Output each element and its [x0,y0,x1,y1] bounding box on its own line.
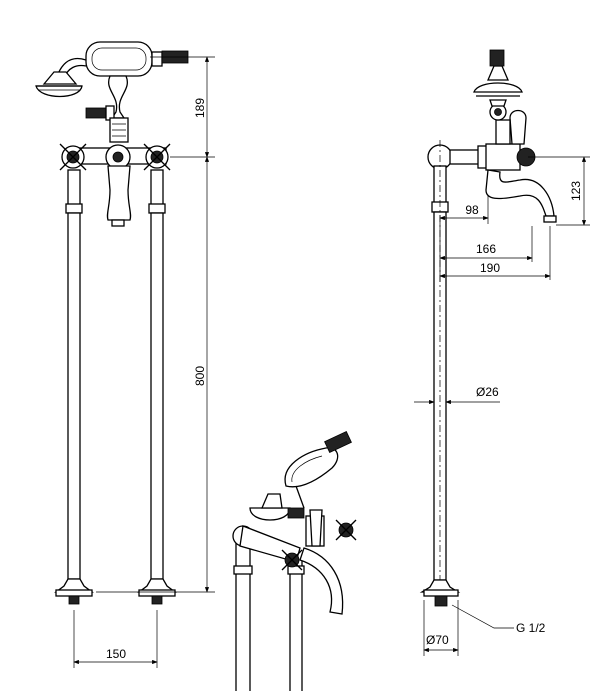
thread-label: G 1/2 [516,621,546,635]
dim-spout-drop: 123 [569,181,583,201]
perspective-view [232,430,357,691]
front-view: 189 800 150 [35,41,215,668]
dim-column-height: 800 [193,366,207,386]
front-mixer-bar [59,143,171,171]
dim-column-spacing: 150 [106,647,126,661]
front-left-column [54,169,94,605]
dim-handshower-height: 189 [193,98,207,118]
side-view: 123 98 166 190 Ø26 Ø70 G 1/2 [414,49,590,656]
front-right-column [137,169,177,605]
dim-spout-reach-166: 166 [476,242,496,256]
front-spout [106,165,132,221]
side-spout [485,169,555,217]
dim-base-diameter: Ø70 [426,633,449,647]
dim-spout-reach-190: 190 [480,261,500,275]
side-mixer-body [473,49,536,171]
side-column [419,140,461,607]
dim-pipe-diameter: Ø26 [476,385,499,399]
dim-spout-reach-98: 98 [465,203,479,217]
front-hand-shower [35,41,189,143]
